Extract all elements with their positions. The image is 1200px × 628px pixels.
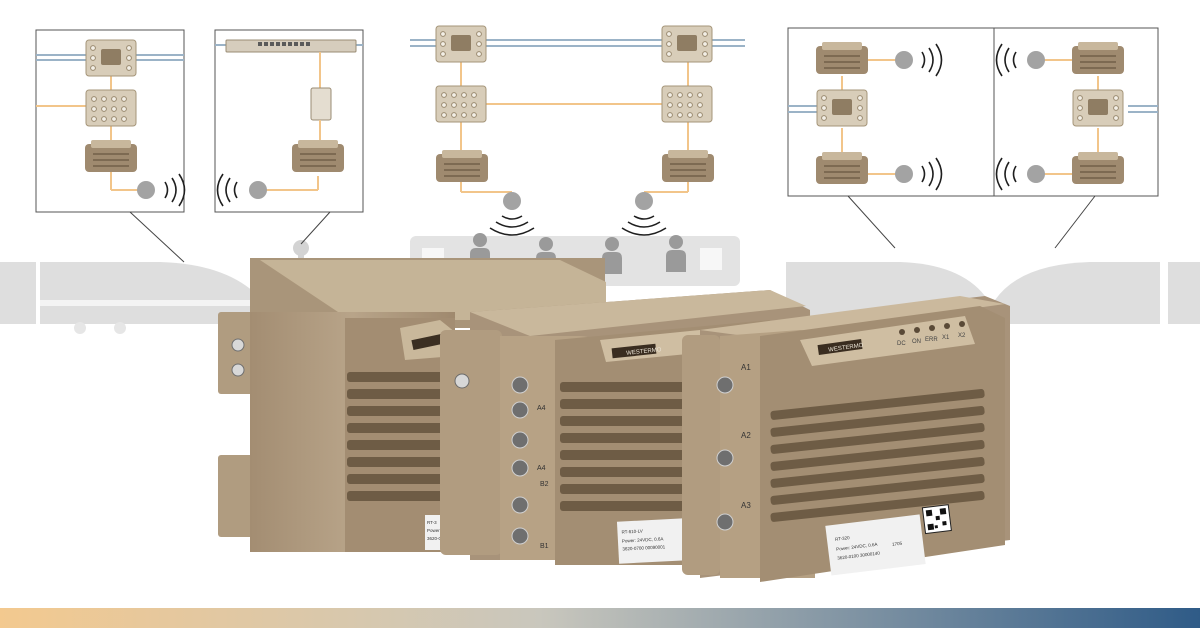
rt310-power-label: Power: xyxy=(427,528,441,533)
led-on-label: ON xyxy=(912,339,921,345)
router-rt310: RT-3 Power: 3620-0 3000 xyxy=(218,258,606,552)
diagram-mid-ring xyxy=(410,25,745,193)
rt610-model-label: RT-610-LV xyxy=(621,528,643,534)
diagram-box-right-backbone xyxy=(787,27,1159,197)
qr-code xyxy=(921,504,952,535)
wifi-broadcast-left xyxy=(489,192,535,236)
train-silhouette-right-b xyxy=(995,262,1200,324)
rt310-model-label: RT-3 xyxy=(427,520,437,525)
rt310-serial-label: 3620-0 xyxy=(427,536,442,541)
rt320-port-a1: A1 xyxy=(741,363,751,372)
wifi-broadcast-right xyxy=(621,192,667,236)
led-x2-label: X2 xyxy=(958,333,966,339)
rt610-port-a2: A4 xyxy=(537,405,546,412)
led-x1-label: X1 xyxy=(942,335,950,341)
rt320-suffix-label: 1705 xyxy=(892,541,903,547)
radio-link-right-top xyxy=(895,43,1045,77)
rt320-status-leds xyxy=(899,321,965,335)
rt610-port-a4: A4 xyxy=(537,465,546,472)
rt320-port-a2: A2 xyxy=(741,431,751,440)
rt320-logo: WESTERMO xyxy=(828,343,864,354)
train-silhouette-left xyxy=(0,262,262,334)
rt610-port-b1: B1 xyxy=(540,543,549,550)
rt320-port-a3: A3 xyxy=(741,501,751,510)
rt320-serial-label: 3620-0100 30000140 xyxy=(837,550,881,560)
rt610-port-b2: B2 xyxy=(540,481,549,488)
radio-link-left xyxy=(137,173,267,207)
led-dc-label: DC xyxy=(897,341,906,347)
led-err-label: ERR xyxy=(925,337,938,343)
diagram-box-left-consist-a xyxy=(35,29,185,213)
radio-link-right-bottom xyxy=(895,157,1045,191)
rt320-power-label: Power: 24VDC, 0.6A xyxy=(836,542,878,552)
router-rt320: WESTERMO DC ON ERR X1 X2 A1 A2 A3 RT-320… xyxy=(682,296,1010,582)
brand-gradient-bar xyxy=(0,608,1200,628)
diagram-box-left-consist-b xyxy=(214,29,364,213)
rt610-serial-label: 3620-0700 00090001 xyxy=(622,544,665,551)
rt610-power-label: Power: 24VDC, 0.6A xyxy=(622,536,664,543)
rt610-connectors xyxy=(511,376,529,545)
rt610-logo: WESTERMO xyxy=(626,347,662,357)
rt320-connectors xyxy=(716,376,734,531)
rt320-model-label: RT-320 xyxy=(835,535,851,542)
